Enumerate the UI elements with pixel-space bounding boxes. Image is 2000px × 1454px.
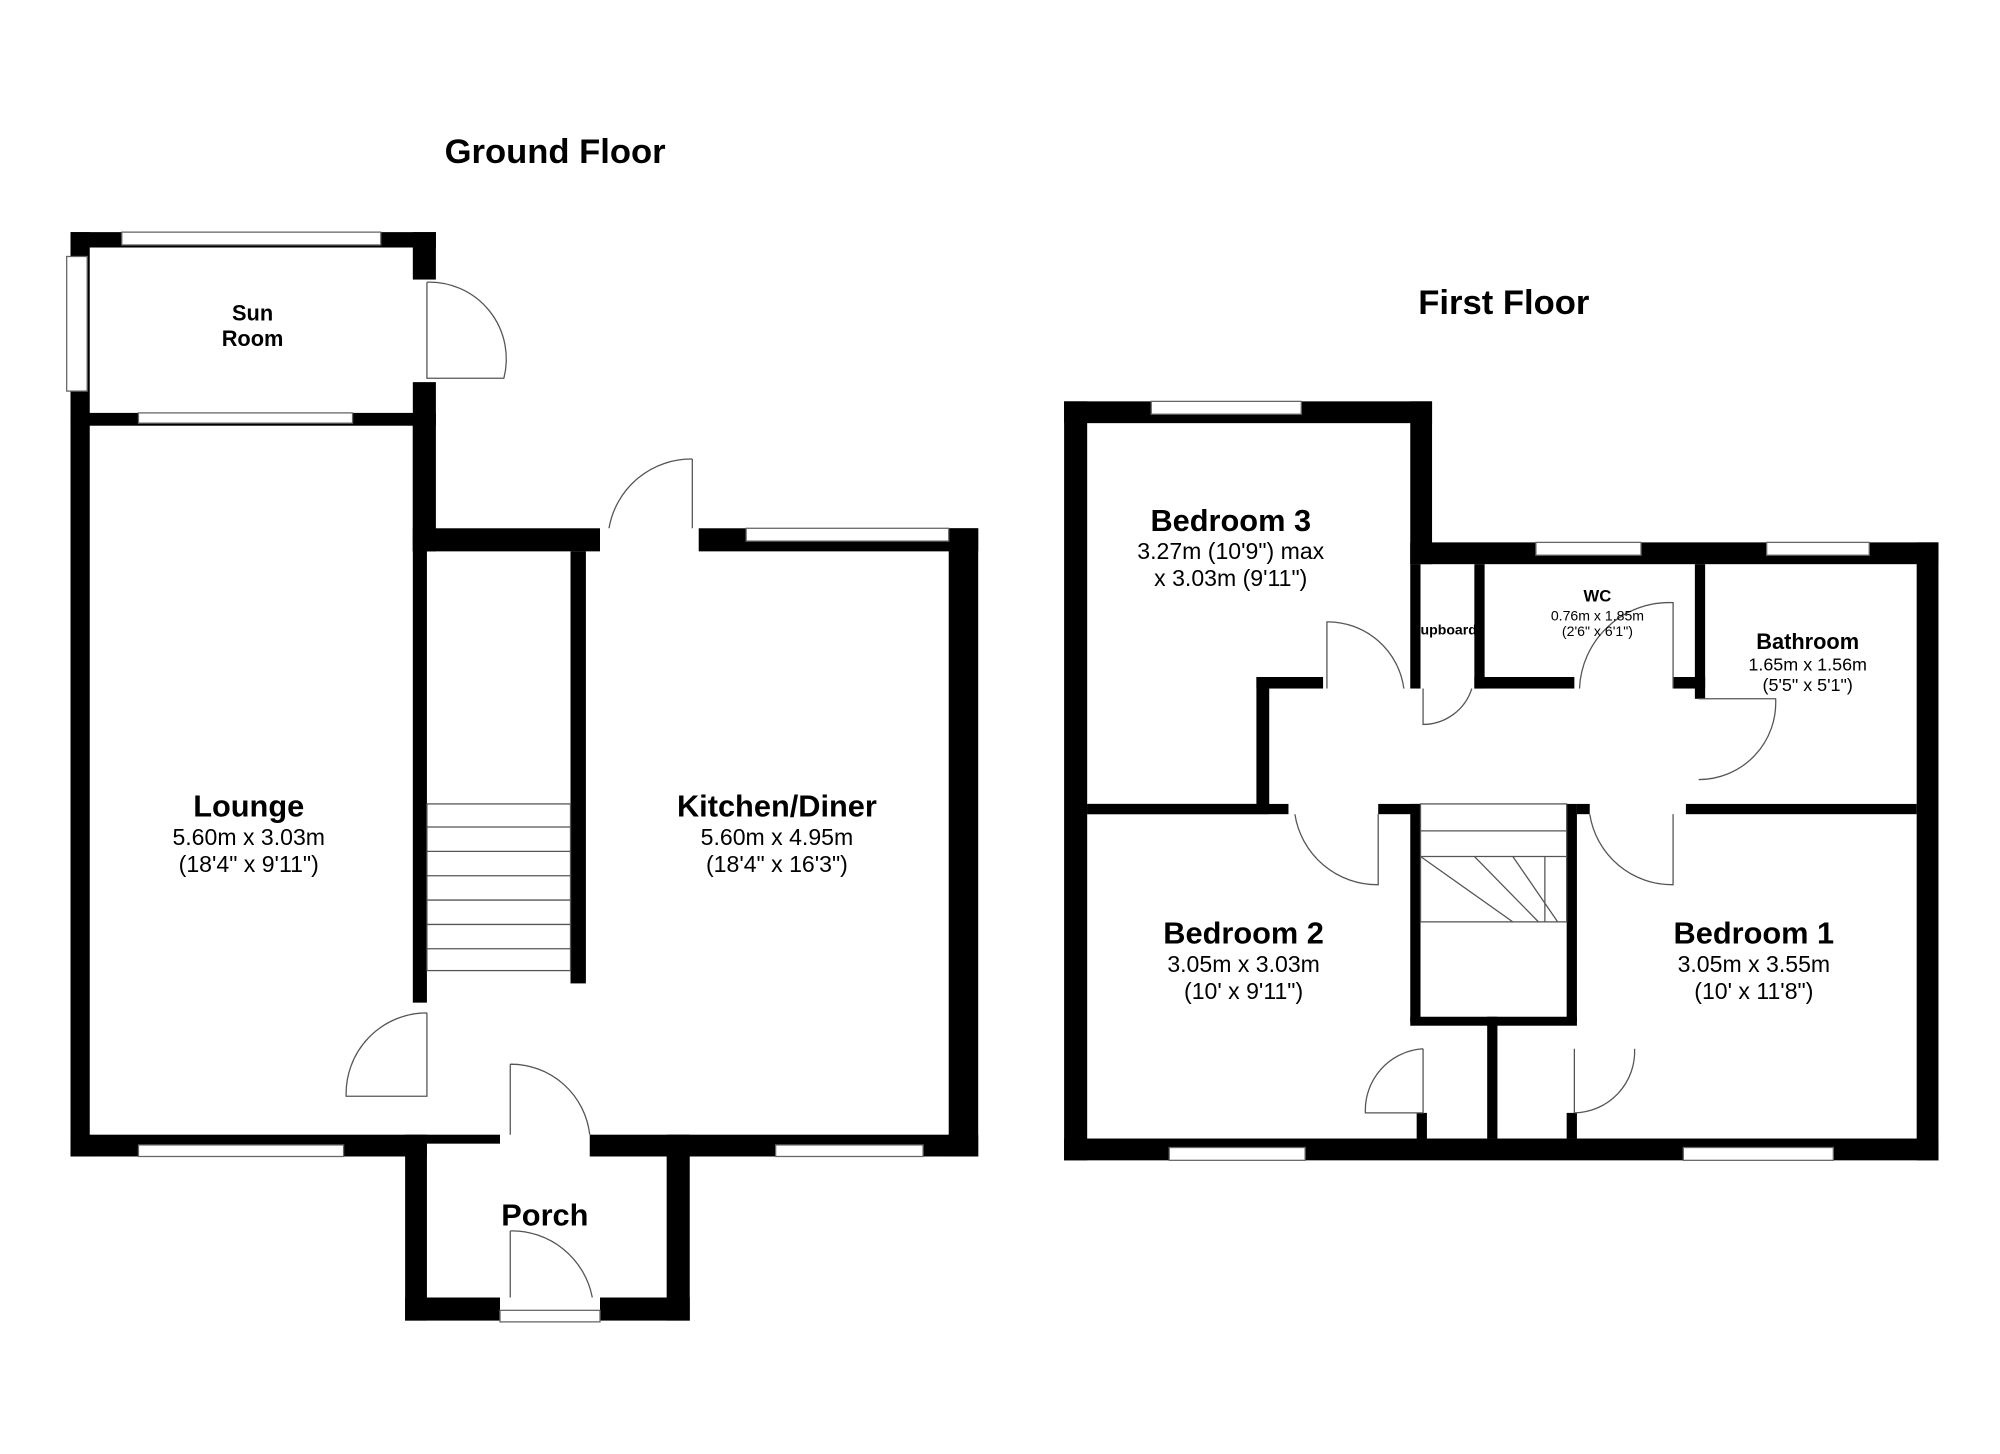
room-dimensions-imperial: (10' x 11'8") xyxy=(1694,978,1813,1004)
room-bedroom-2: Bedroom 2 3.05m x 3.03m (10' x 9'11") xyxy=(1163,916,1324,1004)
door-swing xyxy=(1422,688,1473,726)
ground-floor-windows xyxy=(66,231,950,1323)
room-dimensions-metric: 0.76m x 1.85m xyxy=(1551,608,1644,624)
door-swing xyxy=(1364,1048,1424,1114)
ground-floor-stairs xyxy=(426,803,572,972)
first-floor-windows xyxy=(1150,400,1870,1161)
window xyxy=(66,255,88,392)
window xyxy=(745,527,950,542)
room-dimensions: x 3.03m (9'11") xyxy=(1154,565,1307,591)
door-swing xyxy=(608,458,693,529)
door-swing xyxy=(1698,698,1777,781)
room-sun-room: Sun Room xyxy=(222,301,284,352)
first-floor-doors xyxy=(1294,601,1777,1114)
window xyxy=(1168,1146,1306,1161)
door-swing xyxy=(1326,621,1405,689)
window xyxy=(775,1144,924,1158)
door-swing xyxy=(1578,601,1674,689)
room-name: Bedroom 1 xyxy=(1674,916,1835,951)
door-swing xyxy=(1573,1048,1636,1114)
window xyxy=(1535,541,1642,556)
room-name: Cupboard xyxy=(1410,622,1477,638)
ground-floor-walls xyxy=(70,232,979,1321)
room-dimensions: 3.27m (10'9") max xyxy=(1137,538,1324,564)
sliding-door xyxy=(137,412,354,424)
room-dimensions-metric: 3.05m x 3.55m xyxy=(1678,951,1831,977)
room-name: WC xyxy=(1584,586,1612,605)
door-swing xyxy=(509,1063,591,1135)
window xyxy=(1150,400,1302,415)
room-dimensions-metric: 1.65m x 1.56m xyxy=(1748,655,1867,675)
room-kitchen-diner: Kitchen/Diner 5.60m x 4.95m (18'4" x 16'… xyxy=(677,789,877,877)
door-swing xyxy=(509,1230,593,1298)
room-dimensions-imperial: (18'4" x 9'11") xyxy=(179,851,319,877)
ground-floor-doors xyxy=(345,281,693,1298)
window xyxy=(121,231,382,246)
front-door-threshold xyxy=(499,1309,601,1323)
room-name: Room xyxy=(222,326,284,351)
room-dimensions-imperial: (18'4" x 16'3") xyxy=(706,851,848,877)
room-dimensions-imperial: (10' x 9'11") xyxy=(1184,978,1303,1004)
room-bedroom-1: Bedroom 1 3.05m x 3.55m (10' x 11'8") xyxy=(1674,916,1835,1004)
room-name: Porch xyxy=(501,1198,588,1233)
door-swing xyxy=(426,281,507,379)
room-cupboard: Cupboard xyxy=(1410,622,1477,638)
room-porch: Porch xyxy=(501,1198,588,1233)
room-lounge: Lounge 5.60m x 3.03m (18'4" x 9'11") xyxy=(172,789,325,877)
first-floor-plan: First Floor xyxy=(1064,284,1939,1161)
first-floor-stairs xyxy=(1419,803,1568,923)
window xyxy=(1682,1146,1834,1161)
room-name: Sun xyxy=(232,301,273,326)
room-name: Kitchen/Diner xyxy=(677,789,877,824)
door-swing xyxy=(1589,814,1674,886)
door-swing xyxy=(1294,814,1379,886)
room-name: Lounge xyxy=(193,789,304,824)
window xyxy=(1766,541,1870,556)
room-dimensions-metric: 3.05m x 3.03m xyxy=(1167,951,1320,977)
room-dimensions-metric: 5.60m x 4.95m xyxy=(701,824,854,850)
window xyxy=(137,1144,345,1158)
first-floor-title: First Floor xyxy=(1418,284,1589,322)
room-name: Bedroom 2 xyxy=(1163,916,1324,951)
room-wc: WC 0.76m x 1.85m (2'6" x 6'1") xyxy=(1551,586,1644,639)
room-name: Bathroom xyxy=(1756,629,1859,654)
ground-floor-title: Ground Floor xyxy=(445,133,666,171)
room-dimensions-imperial: (2'6" x 6'1") xyxy=(1562,623,1633,639)
room-dimensions-metric: 5.60m x 3.03m xyxy=(172,824,325,850)
room-bathroom: Bathroom 1.65m x 1.56m (5'5" x 5'1") xyxy=(1748,629,1867,695)
room-name: Bedroom 3 xyxy=(1150,503,1311,538)
ground-floor-plan: Ground Floor xyxy=(66,133,979,1323)
room-dimensions-imperial: (5'5" x 5'1") xyxy=(1763,675,1853,695)
door-swing xyxy=(345,1012,428,1097)
room-bedroom-3: Bedroom 3 3.27m (10'9") max x 3.03m (9'1… xyxy=(1137,503,1324,591)
